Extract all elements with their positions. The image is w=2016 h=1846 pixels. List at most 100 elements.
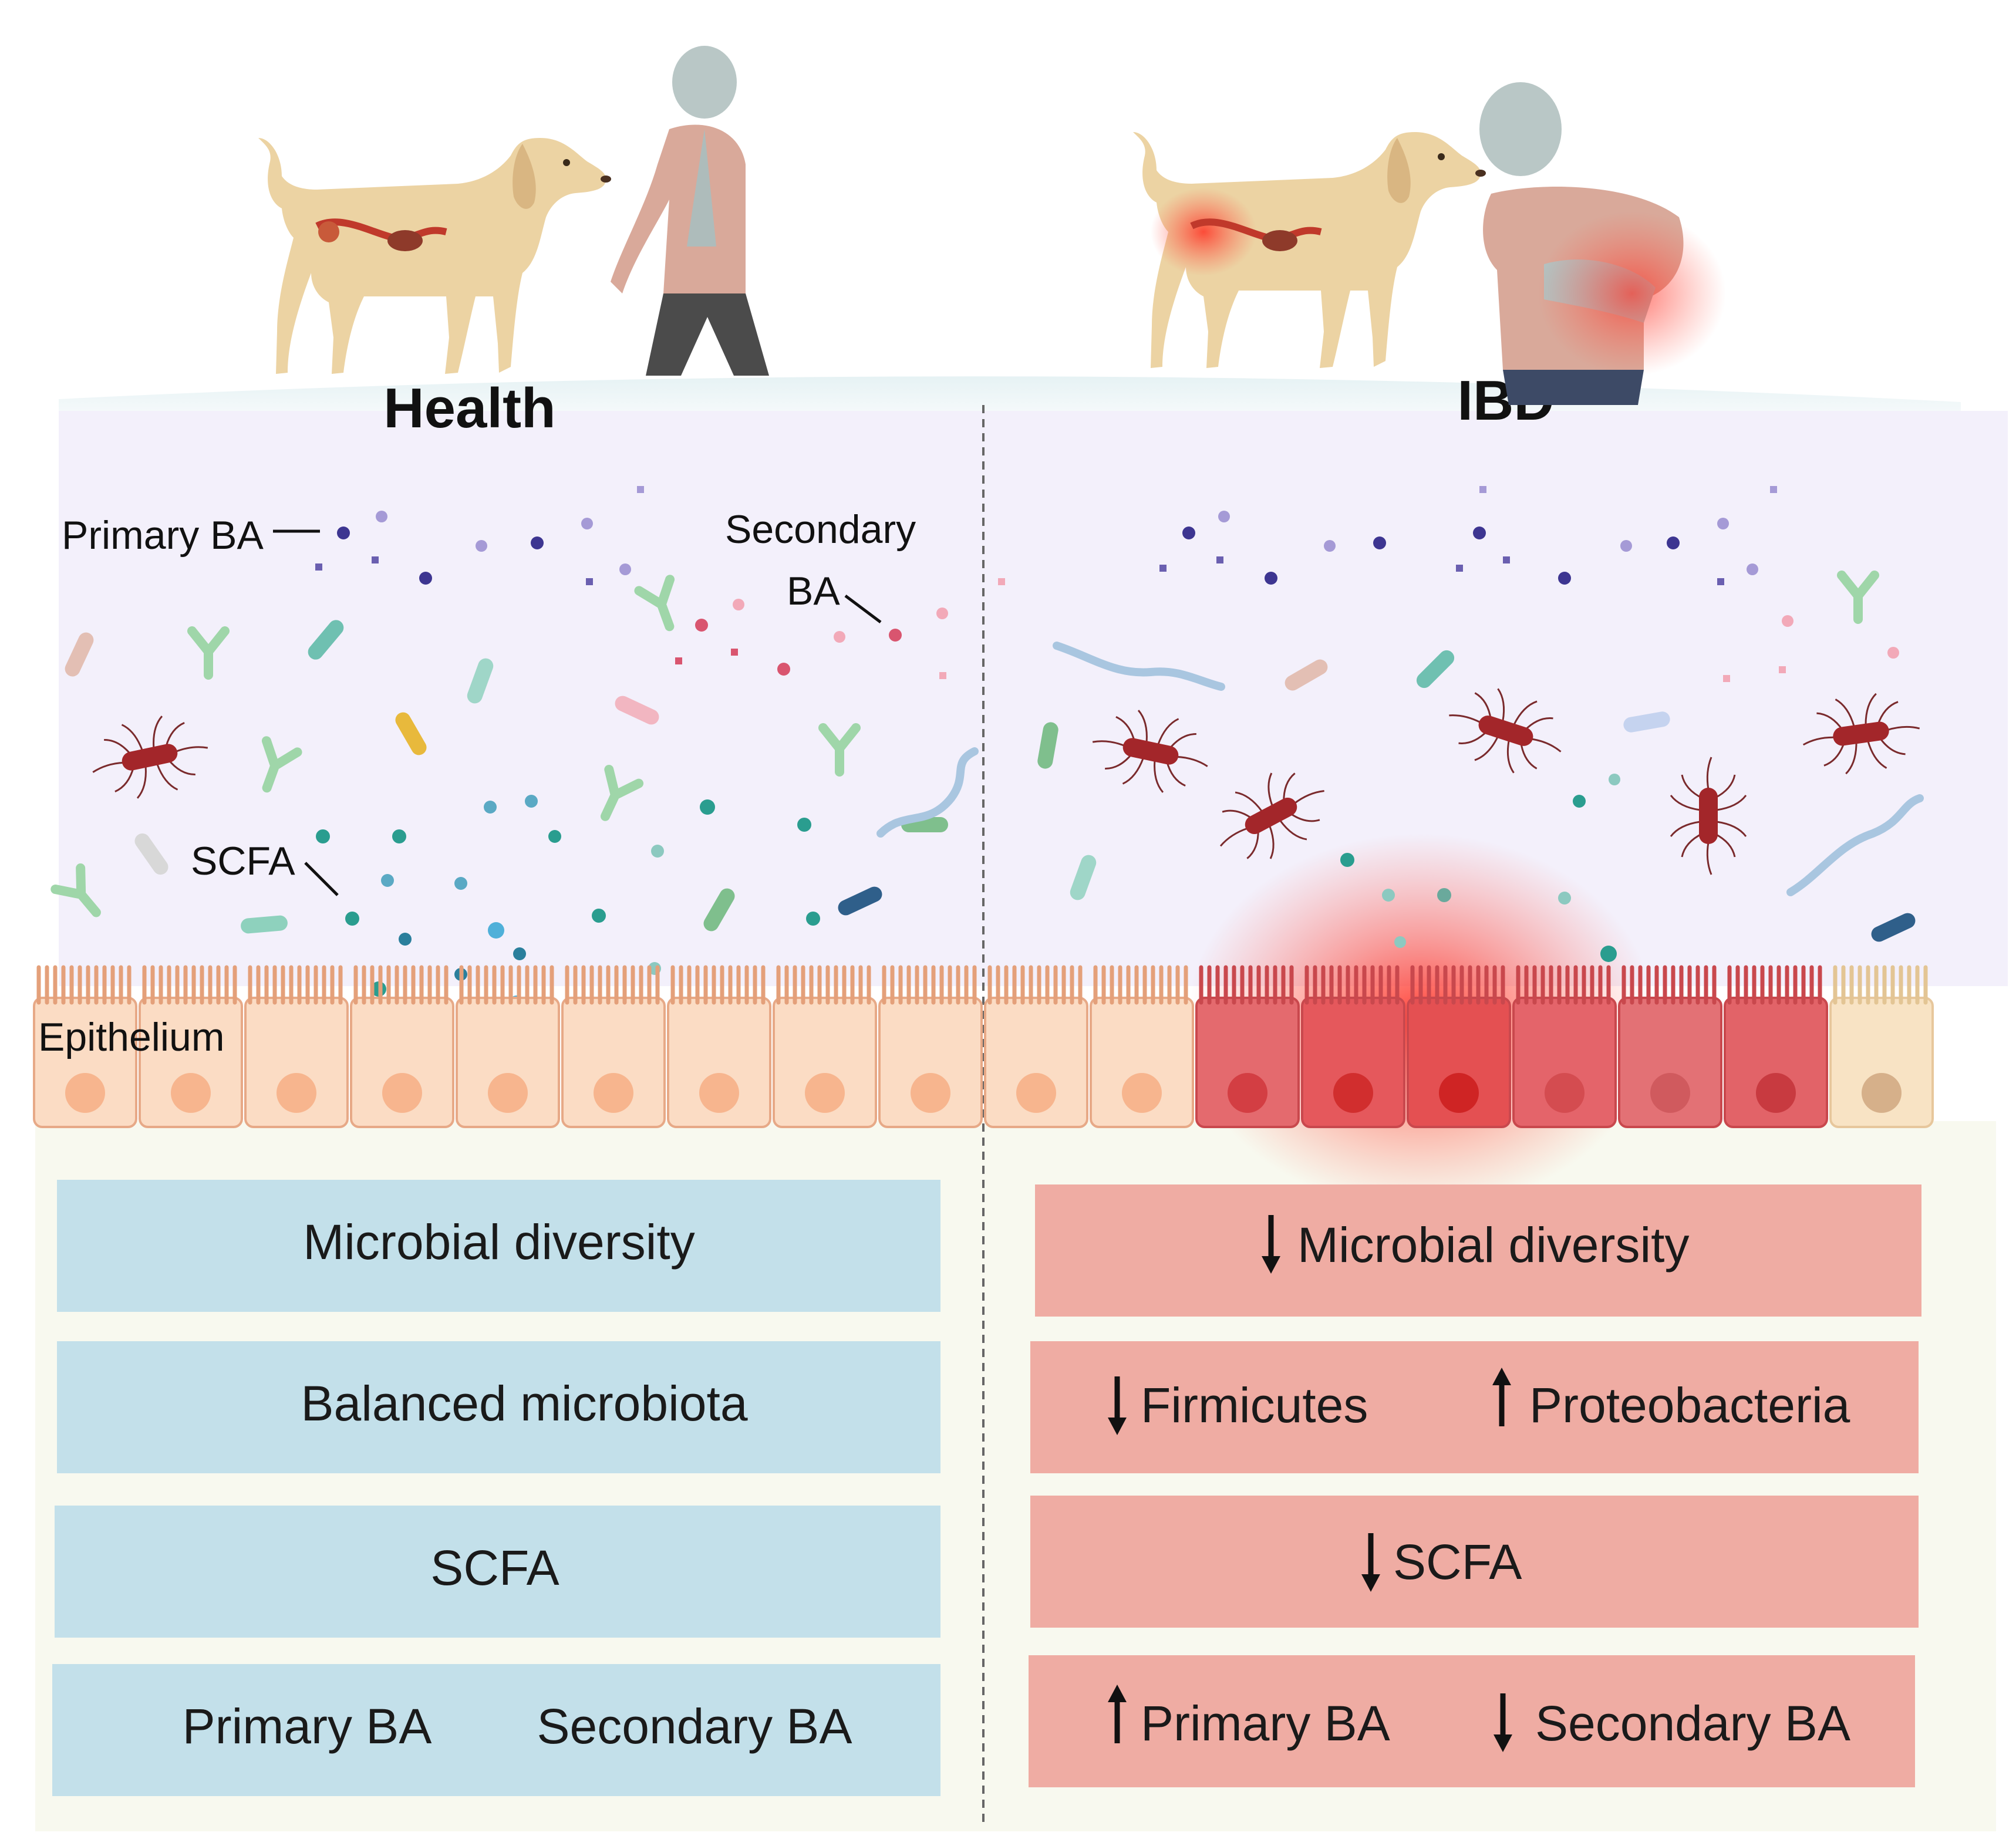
label-secondary-ba-line1: Secondary	[725, 507, 916, 552]
epithelial-cell	[1090, 997, 1194, 1128]
annotations: Primary BA Secondary BA SCFA Epithelium	[38, 507, 916, 1059]
cell-nucleus	[1122, 1073, 1162, 1113]
epithelial-cell	[350, 997, 454, 1128]
microvilli	[1304, 965, 1400, 1005]
ibd-bacterium-icon	[1036, 642, 1924, 944]
cell-nucleus	[1650, 1073, 1690, 1113]
health-box-microbial-diversity-label: Microbial diversity	[303, 1214, 695, 1270]
microvilli	[459, 965, 554, 1005]
epithelial-cell	[244, 997, 349, 1128]
epithelial-cell	[1724, 997, 1828, 1128]
ibd-box-scfa-label: SCFA	[1393, 1534, 1522, 1589]
cell-nucleus	[805, 1073, 845, 1113]
ibd-secondary-ba-particles	[998, 578, 1899, 682]
microvilli	[776, 965, 871, 1005]
cell-nucleus	[1439, 1073, 1479, 1113]
sick-dog-icon	[1133, 132, 1486, 368]
cell-nucleus	[488, 1073, 528, 1113]
microvilli	[882, 965, 977, 1005]
cell-nucleus	[382, 1073, 422, 1113]
health-box-secondary-ba-label: Secondary BA	[537, 1699, 852, 1754]
epithelial-cell	[1301, 997, 1405, 1128]
ibd-box-bile-acids	[1029, 1655, 1915, 1787]
epithelial-cell	[1512, 997, 1617, 1128]
label-scfa: SCFA	[191, 839, 295, 883]
microvilli	[1727, 965, 1822, 1005]
ibd-box-phyla	[1030, 1341, 1919, 1473]
ibd-box-proteobacteria-label: Proteobacteria	[1529, 1378, 1850, 1433]
microvilli	[987, 965, 1083, 1005]
microvilli	[36, 965, 132, 1005]
cell-nucleus	[1545, 1073, 1585, 1113]
ground-strip	[59, 376, 1961, 411]
cell-nucleus	[911, 1073, 950, 1113]
microvilli	[353, 965, 449, 1005]
leader-scfa	[304, 862, 339, 896]
health-box-balanced-microbiota	[57, 1341, 940, 1473]
epithelial-cell	[1618, 997, 1722, 1128]
healthy-person-icon	[611, 46, 769, 376]
ibd-box-scfa	[1030, 1496, 1919, 1628]
health-box-scfa	[55, 1506, 940, 1638]
health-box-bile-acids	[52, 1664, 940, 1796]
sick-person-icon	[1479, 82, 1726, 405]
health-lumen	[55, 486, 979, 1078]
health-box-scfa-label: SCFA	[430, 1540, 559, 1595]
microvilli	[565, 965, 660, 1005]
leader-secondary-ba	[844, 595, 882, 623]
health-title: Health	[383, 377, 555, 440]
ibd-box-firmicutes-label: Firmicutes	[1141, 1378, 1368, 1433]
cell-nucleus	[1228, 1073, 1267, 1113]
healthy-dog-icon	[258, 138, 611, 374]
health-box-balanced-microbiota-label: Balanced microbiota	[301, 1376, 747, 1431]
microvilli	[1833, 965, 1928, 1005]
epithelium	[33, 965, 1934, 1128]
label-primary-ba: Primary BA	[62, 513, 264, 558]
cell-nucleus	[594, 1073, 633, 1113]
ibd-scfa-particles	[1340, 774, 1620, 962]
cell-nucleus	[1016, 1073, 1056, 1113]
epithelial-cell	[1195, 997, 1300, 1128]
epithelial-cell	[1829, 997, 1934, 1128]
microvilli	[1199, 965, 1294, 1005]
epithelial-cell	[878, 997, 983, 1128]
microvilli	[1621, 965, 1717, 1005]
cell-nucleus	[171, 1073, 211, 1113]
epithelial-cell	[1407, 997, 1511, 1128]
health-summary: Microbial diversity Balanced microbiota …	[52, 1180, 940, 1796]
epithelial-cell	[667, 997, 771, 1128]
ibd-box-primary-ba-label: Primary BA	[1141, 1696, 1390, 1751]
microvilli	[670, 965, 766, 1005]
bacterium-icon	[62, 617, 979, 934]
ibd-box-secondary-ba-label: Secondary BA	[1535, 1696, 1850, 1751]
epithelial-cell	[773, 997, 877, 1128]
microvilli	[1516, 965, 1611, 1005]
epithelial-cell	[984, 997, 1088, 1128]
ibd-box-microbial-diversity-label: Microbial diversity	[1297, 1217, 1690, 1273]
lumen-background	[59, 411, 2008, 986]
health-box-microbial-diversity	[57, 1180, 940, 1312]
cell-nucleus	[1756, 1073, 1796, 1113]
cell-nucleus	[699, 1073, 739, 1113]
cell-nucleus	[1333, 1073, 1373, 1113]
microvilli	[1410, 965, 1505, 1005]
cell-nucleus	[1862, 1073, 1902, 1113]
secondary-ba-particles	[675, 599, 948, 679]
ibd-box-microbial-diversity	[1035, 1184, 1921, 1317]
health-box-primary-ba-label: Primary BA	[183, 1699, 432, 1754]
cell-nucleus	[277, 1073, 316, 1113]
primary-ba-particles	[315, 486, 644, 585]
microvilli	[248, 965, 343, 1005]
spirochete	[876, 747, 979, 838]
epithelial-cell	[456, 997, 560, 1128]
epithelial-cell	[561, 997, 666, 1128]
cell-nucleus	[65, 1073, 105, 1113]
ibd-primary-ba-particles	[1159, 486, 1777, 585]
microvilli	[142, 965, 237, 1005]
label-epithelium: Epithelium	[38, 1015, 225, 1059]
ibd-summary: Microbial diversity Firmicutes Proteobac…	[1029, 1184, 1921, 1787]
label-secondary-ba-line2: BA	[787, 569, 840, 613]
epithelial-cell	[139, 997, 243, 1128]
epithelial-cell	[33, 997, 137, 1128]
